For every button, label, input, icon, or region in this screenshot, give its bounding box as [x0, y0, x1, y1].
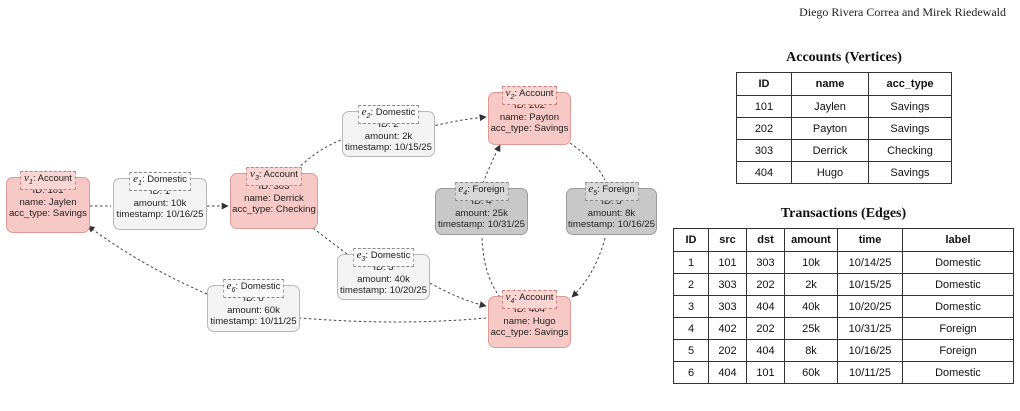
edge-e5: e5: Foreign ID: 5 amount: 8k timestamp: … [566, 182, 657, 235]
edge-tag: e6: Domestic [222, 279, 285, 298]
table-header-row: ID src dst amount time label [673, 228, 1014, 252]
graph-edges [87, 114, 606, 323]
edge-line-v3-e3 [312, 227, 348, 255]
vertex-tag: v2: Account [501, 86, 558, 105]
accounts-table-caption: Accounts (Vertices) [786, 50, 902, 65]
column-header: dst [746, 228, 785, 252]
edge-line-e2-v2 [425, 114, 487, 129]
vertex-tag: v1: Account [20, 171, 76, 190]
running-head: Diego Rivera Correa and Mirek Riedewald [799, 5, 1006, 19]
vertex-v3: v3: Account ID: 303 name: Derrick acc_ty… [230, 167, 318, 229]
column-header: time [837, 228, 903, 252]
edge-line-e4-v2 [482, 144, 501, 184]
column-header: name [791, 72, 869, 96]
edge-tag: e5: Foreign [584, 182, 639, 201]
edge-tag: e1: Domestic [129, 172, 191, 191]
edge-tag: e2: Domestic [357, 105, 420, 124]
column-header: acc_type [868, 72, 952, 96]
edge-line-v4-e6 [299, 317, 487, 323]
transactions-table-caption: Transactions (Edges) [780, 206, 907, 221]
column-header: amount [784, 228, 838, 252]
vertex-tag: v3: Account [246, 167, 302, 186]
graph-figure: v1: Account ID: 101 name: Jaylen acc_typ… [6, 86, 657, 348]
column-header: ID [673, 228, 709, 252]
edge-tag: e4: Foreign [454, 182, 509, 201]
vertex-v1: v1: Account ID: 101 name: Jaylen acc_typ… [6, 171, 90, 233]
column-header: label [902, 228, 1014, 252]
column-header: src [708, 228, 747, 252]
edge-tag: e3: Domestic [352, 248, 415, 267]
edge-e3: e3: Domestic ID: 3 amount: 40k timestamp… [337, 248, 430, 300]
edge-line-e5-v4 [571, 237, 606, 298]
edge-e4: e4: Foreign ID: 4 amount: 25k timestamp:… [435, 182, 528, 235]
edge-e6: e6: Domestic ID: 6 amount: 60k timestamp… [207, 279, 300, 332]
column-header: ID [736, 72, 792, 96]
vertex-v2: v2: Account ID: 202 name: Payton acc_typ… [488, 86, 571, 145]
edge-e2: e2: Domestic ID: 2 amount: 2k timestamp:… [342, 105, 435, 157]
vertex-tag: v4: Account [501, 290, 558, 309]
vertex-v4: v4: Account ID: 404 name: Hugo acc_type:… [488, 290, 571, 348]
edge-e1: e1: Domestic ID: 1 amount: 10k timestamp… [113, 172, 207, 230]
table-header-row: ID name acc_type [736, 72, 952, 96]
edge-line-v4-e4 [481, 235, 501, 298]
edge-line-e6-v1 [87, 225, 208, 295]
edge-line-v2-e5 [569, 142, 606, 181]
edge-line-e3-v4 [429, 282, 487, 308]
